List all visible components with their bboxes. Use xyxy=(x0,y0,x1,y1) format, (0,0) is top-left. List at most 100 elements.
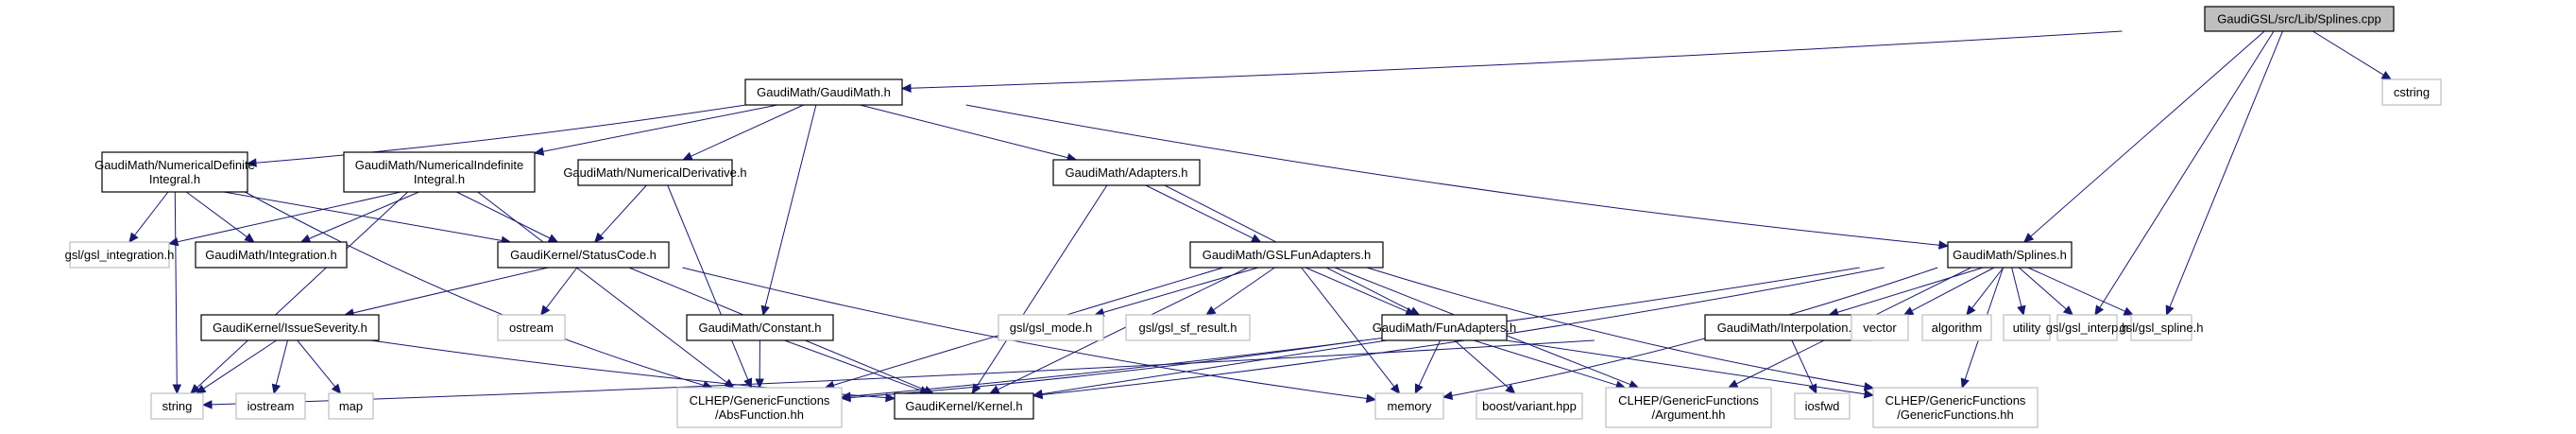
node-box[interactable] xyxy=(686,314,834,341)
node-label: vector xyxy=(1863,321,1897,335)
edge-issueseverity_h-to-iostream xyxy=(271,339,289,395)
arrowhead-icon xyxy=(190,384,201,394)
edge-line xyxy=(1971,267,2005,309)
node-iosfwd: iosfwd xyxy=(1794,392,1851,420)
node-box[interactable] xyxy=(1947,241,2073,269)
edge-line xyxy=(1451,267,1938,396)
edge-line xyxy=(134,191,169,236)
edge-line xyxy=(297,339,336,388)
node-box[interactable] xyxy=(497,241,670,269)
arrowhead-icon xyxy=(989,385,1000,394)
node-issueseverity-h[interactable]: GaudiKernel/IssueSeverity.h xyxy=(200,314,380,341)
node-box xyxy=(676,387,843,428)
edge-numindefint_h-to-gsl_integration_h xyxy=(167,191,401,247)
edge-splines_h-to-absfunction_hh xyxy=(840,267,1860,401)
edge-line xyxy=(1791,339,1814,387)
node-label: gsl/gsl_sf_result.h xyxy=(1138,321,1237,335)
node-adapters-h[interactable]: GaudiMath/Adapters.h xyxy=(1052,159,1201,186)
node-box[interactable] xyxy=(577,159,733,186)
node-box[interactable] xyxy=(200,314,380,341)
edge-line xyxy=(849,339,1363,399)
arrowhead-icon xyxy=(682,151,693,161)
arrowhead-icon xyxy=(971,383,981,395)
node-constant-h[interactable]: GaudiMath/Constant.h xyxy=(686,314,834,341)
node-box xyxy=(1872,387,2039,428)
arrowhead-icon xyxy=(547,234,559,243)
node-label: ostream xyxy=(509,321,554,335)
node-label: memory xyxy=(1388,399,1432,413)
node-iostream: iostream xyxy=(235,392,306,420)
node-box[interactable] xyxy=(1189,241,1384,269)
node-gaudimath-h[interactable]: GaudiMath/GaudiMath.h xyxy=(744,78,903,106)
arrowhead-icon xyxy=(172,384,182,395)
edge-splines_h-to-vector xyxy=(1902,267,1995,316)
edge-splines_h-to-algorithm xyxy=(1966,267,2005,316)
edge-line xyxy=(456,191,551,239)
node-box[interactable] xyxy=(744,78,903,106)
arrowhead-icon xyxy=(2094,304,2105,317)
node-splines-h[interactable]: GaudiMath/Splines.h xyxy=(1947,241,2073,269)
arrowhead-icon xyxy=(533,147,545,156)
edge-adapters_h-to-kernel_h xyxy=(971,184,1108,395)
node-label: gsl/gsl_interp.h xyxy=(2046,321,2128,335)
node-kernel-h[interactable]: GaudiKernel/Kernel.h xyxy=(894,392,1034,420)
node-statuscode-h[interactable]: GaudiKernel/StatusCode.h xyxy=(497,241,670,269)
node-funadapters-h[interactable]: GaudiMath/FunAdapters.h xyxy=(1373,314,1516,341)
node-gslfunadapters-h[interactable]: GaudiMath/GSLFunAdapters.h xyxy=(1189,241,1384,269)
edge-line xyxy=(1301,267,1395,388)
arrowhead-icon xyxy=(1032,390,1043,400)
edges-layer xyxy=(128,30,2393,409)
node-box[interactable] xyxy=(1052,159,1201,186)
arrowhead-icon xyxy=(2123,306,2135,316)
node-box[interactable] xyxy=(2204,6,2395,32)
node-gsl-sf-result-h: gsl/gsl_sf_result.h xyxy=(1125,314,1251,341)
nodes-layer: GaudiGSL/src/Lib/Splines.cppcstringGaudi… xyxy=(65,6,2442,428)
node-label: GaudiMath/GSLFunAdapters.h xyxy=(1203,248,1372,262)
edge-line xyxy=(196,191,409,389)
node-box[interactable] xyxy=(1704,314,1871,341)
edge-line xyxy=(477,191,727,383)
node-splines-cpp[interactable]: GaudiGSL/src/Lib/Splines.cpp xyxy=(2204,6,2395,32)
edge-numdefint_h-to-string xyxy=(172,191,182,395)
edge-line xyxy=(174,191,178,386)
node-label: GaudiMath/Constant.h xyxy=(698,321,821,335)
edge-numdefint_h-to-gsl_integration_h xyxy=(128,191,169,243)
node-numderiv-h[interactable]: GaudiMath/NumericalDerivative.h xyxy=(563,159,747,186)
arrowhead-icon xyxy=(1414,383,1424,395)
edge-line xyxy=(1102,267,1259,313)
edge-line xyxy=(2030,30,2265,237)
edge-line xyxy=(1213,267,1275,311)
node-label: Integral.h xyxy=(149,172,200,186)
edge-gaudimath_h-to-numdefint_h xyxy=(246,104,746,167)
node-box[interactable] xyxy=(195,241,348,269)
node-label: GaudiMath/Splines.h xyxy=(1953,248,2067,262)
arrowhead-icon xyxy=(244,233,255,243)
node-box[interactable] xyxy=(101,151,248,193)
node-box[interactable] xyxy=(894,392,1034,420)
node-label: GaudiMath/GaudiMath.h xyxy=(757,85,891,99)
node-box xyxy=(2130,314,2192,341)
edge-line xyxy=(203,339,277,390)
arrowhead-icon xyxy=(167,237,179,247)
edge-splines_cpp-to-gsl_spline_h xyxy=(2165,30,2283,317)
edge-constant_h-to-absfunction_hh xyxy=(755,339,764,390)
node-label: /AbsFunction.hh xyxy=(715,408,804,422)
edge-line xyxy=(998,267,1249,391)
node-box[interactable] xyxy=(343,151,536,193)
node-label: CLHEP/GenericFunctions xyxy=(1885,393,2026,408)
edge-gslfunadapters_h-to-funadapters_h xyxy=(1305,267,1416,316)
node-interpolation-h[interactable]: GaudiMath/Interpolation.h xyxy=(1704,314,1871,341)
edge-line xyxy=(965,104,1940,246)
node-integration-h[interactable]: GaudiMath/Integration.h xyxy=(195,241,348,269)
edge-splines_h-to-memory xyxy=(1442,267,1938,401)
edge-gaudimath_h-to-adapters_h xyxy=(860,104,1078,163)
node-box xyxy=(69,241,170,269)
edge-line xyxy=(1505,339,1866,395)
node-box[interactable] xyxy=(1381,314,1508,341)
edge-funadapters_h-to-memory xyxy=(1414,339,1442,395)
edge-splines_cpp-to-gsl_interp_h xyxy=(2094,30,2275,317)
edge-interpolation_h-to-string xyxy=(201,339,1595,409)
edge-gaudimath_h-to-constant_h xyxy=(760,104,817,317)
